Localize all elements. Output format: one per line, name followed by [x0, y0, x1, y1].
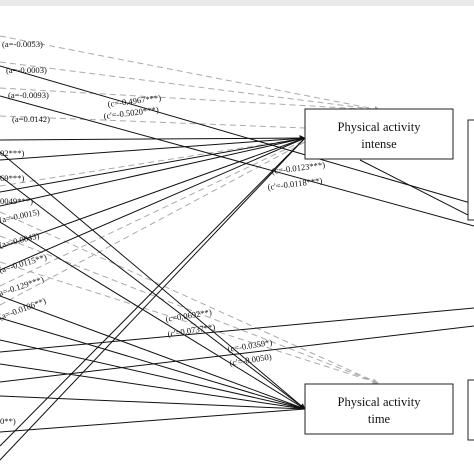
dashed-path-3 [0, 87, 381, 111]
solid-path-20 [0, 137, 306, 447]
coef-label: 02***) [0, 148, 24, 158]
solid-path-15 [0, 307, 474, 353]
solid-path-2 [0, 95, 474, 227]
node-time-line2: time [368, 412, 391, 426]
solid-path-10 [0, 137, 306, 249]
node-physical-activity-intense: Physical activity intense [304, 108, 454, 160]
coef-label: 0049***) [0, 196, 33, 206]
dashed-a-paths [0, 35, 381, 385]
solid-path-22 [359, 159, 474, 219]
node-time-line1: Physical activity [338, 395, 422, 409]
dashed-path-7 [0, 235, 379, 384]
dashed-path-10 [0, 141, 306, 306]
solid-path-21 [0, 137, 306, 461]
node-box-time [304, 383, 454, 435]
node-box-intense [304, 108, 454, 160]
solid-path-12 [0, 295, 306, 410]
dashed-path-9 [0, 139, 306, 287]
dashed-path-5 [0, 137, 306, 187]
coef-label: 0**) [0, 416, 16, 426]
dashed-path-4 [0, 115, 306, 129]
solid-paths [0, 65, 474, 461]
coef-label: (a=0.0142) [12, 114, 50, 124]
top-edge-strip [0, 0, 474, 6]
coef-label: (c'=-0.0118***) [267, 175, 323, 192]
solid-path-17 [0, 325, 474, 383]
solid-path-18 [0, 395, 306, 410]
solid-path-3 [0, 135, 306, 142]
coef-label: (a=-0.0043) [0, 230, 40, 250]
solid-path-19 [0, 408, 306, 433]
coef-label: (a=-0.0053) [2, 39, 43, 49]
dashed-path-8 [0, 261, 379, 385]
solid-path-16 [0, 363, 306, 410]
coef-label: (a=-0.0186**) [0, 296, 47, 322]
solid-path-7 [0, 137, 306, 193]
dashed-path-1 [0, 35, 381, 112]
coef-label: 69***) [0, 173, 24, 183]
coef-label: (a=-0.0003) [6, 65, 47, 75]
solid-path-14 [0, 339, 306, 410]
coef-label: (c=-0.0123***) [271, 159, 326, 175]
solid-path-1 [0, 65, 474, 205]
coef-label: (c'=0.0737**) [167, 322, 216, 339]
solid-path-9 [0, 221, 306, 410]
dashed-path-6 [0, 211, 379, 384]
coef-label: (a=-0.0015) [0, 207, 41, 225]
right-edge-box-top [467, 119, 474, 221]
coef-label: (a=-0.0093) [8, 90, 49, 100]
node-physical-activity-time: Physical activity time [304, 383, 454, 435]
solid-path-11 [0, 137, 306, 271]
right-edge-box-bottom [467, 379, 474, 441]
coef-label: (a=-0.0115**) [0, 252, 48, 275]
coef-label: (c=0.0692**) [165, 307, 213, 324]
dashed-path-2 [0, 61, 381, 113]
solid-path-8 [0, 137, 306, 207]
coef-label: a=-0.129***) [0, 274, 45, 298]
solid-path-5 [0, 137, 306, 161]
node-intense-line1: Physical activity [338, 120, 422, 134]
node-intense-line2: intense [361, 137, 397, 151]
